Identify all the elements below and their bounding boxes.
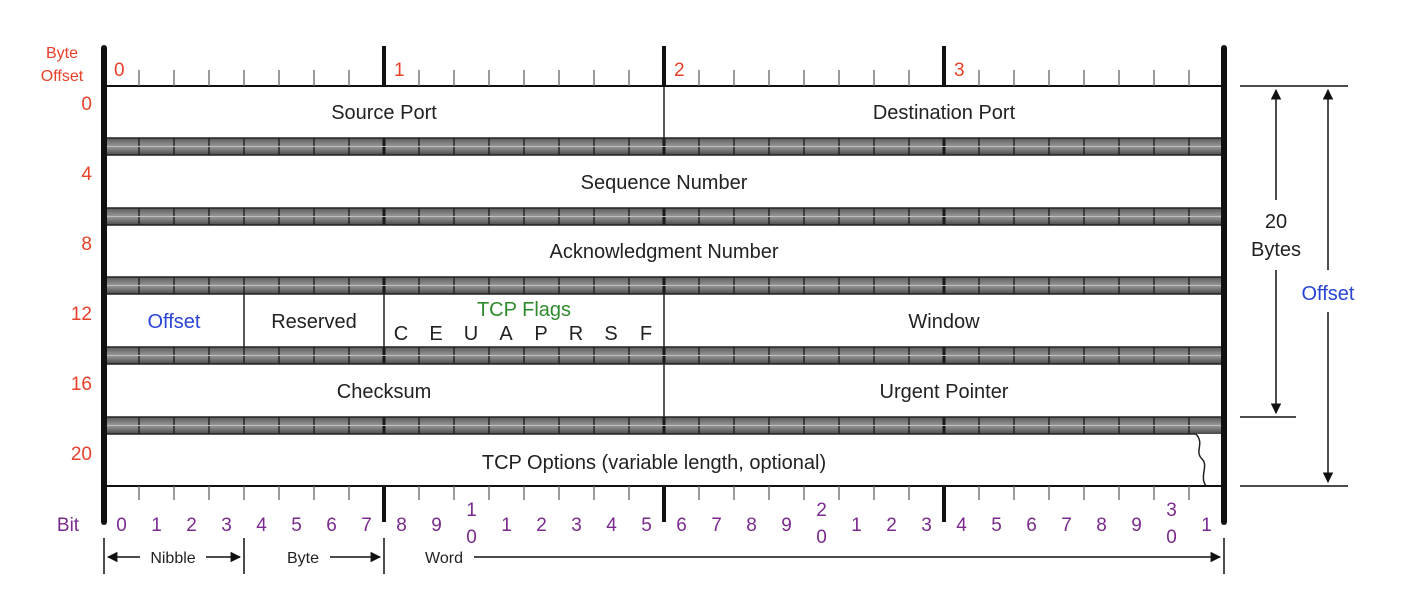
bit-number: 7 [711,515,722,536]
bit-number: 4 [256,515,267,536]
legend-byte: Byte [287,550,319,567]
bit-number: 3 [921,515,932,536]
size-legend [103,538,1225,574]
bit-number: 1 [851,515,862,536]
byte-offset-label-line2: Offset [41,68,84,85]
field-checksum: Checksum [337,381,431,403]
row-offset-20: 20 [71,444,92,465]
bit-number: 2 [886,515,897,536]
bit-number: 0 [116,515,127,536]
bit-number: 1 [501,515,512,536]
field-source-port: Source Port [331,102,437,124]
field-labels: Source Port Destination Port Sequence Nu… [148,102,1016,474]
bit-number: 3 [221,515,232,536]
byte-number-0: 0 [114,60,125,81]
flag-a: A [499,323,513,345]
field-dividers [243,86,665,417]
row-offset-16: 16 [71,374,92,395]
bit-number: 3 [571,515,582,536]
bit-number: 5 [291,515,302,536]
bit-number: 4 [956,515,967,536]
twenty-label: 20 [1265,211,1287,233]
legend-word: Word [425,550,463,567]
row-ack [103,224,1225,278]
field-offset: Offset [148,311,201,333]
bit-number: 5 [641,515,652,536]
byte-number-2: 2 [674,60,685,81]
size-brackets [1240,85,1348,487]
bit-number: 2 [536,515,547,536]
row-sequence [103,154,1225,209]
flag-r: R [569,323,583,345]
legend-nibble: Nibble [150,550,195,567]
field-urgent-pointer: Urgent Pointer [880,381,1009,403]
row-offset-8: 8 [81,234,92,255]
bit-number: 1 [1201,515,1212,536]
bit-number: 7 [361,515,372,536]
row-options [103,433,1208,487]
bit-label: Bit [57,515,80,536]
flag-p: P [534,323,547,345]
row-offset-0: 0 [81,94,92,115]
bit-number: 5 [991,515,1002,536]
bit-number: 2 [186,515,197,536]
field-destination-port: Destination Port [873,102,1016,124]
top-bit-ruler [104,46,1224,87]
bit-number: 4 [606,515,617,536]
byte-offset-label-line1: Byte [46,45,78,62]
row-offset-12: 12 [71,304,92,325]
bottom-bit-ruler [104,485,1224,522]
row-offset-4: 4 [81,164,92,185]
field-ack-number: Acknowledgment Number [550,241,779,263]
field-tcp-flags-title: TCP Flags [477,299,571,321]
byte-number-1: 1 [394,60,405,81]
bit-number: 9 [1131,515,1142,536]
flag-s: S [604,323,617,345]
bit-number: 6 [676,515,687,536]
field-sequence-number: Sequence Number [581,172,748,194]
flag-f: F [640,323,652,345]
outer-borders [101,45,1227,525]
field-tcp-options: TCP Options (variable length, optional) [482,452,826,474]
bit-number: 1 [151,515,162,536]
field-window: Window [908,311,980,333]
bytes-label: Bytes [1251,239,1301,261]
byte-number-3: 3 [954,60,965,81]
bit-number: 8 [746,515,757,536]
bit-number: 8 [1096,515,1107,536]
separator-bar-ticks [104,138,1224,434]
flag-e: E [429,323,442,345]
bit-number: 9 [781,515,792,536]
offset-size-label: Offset [1302,283,1355,305]
bit-number: 7 [1061,515,1072,536]
row-offset-labels: 0 4 8 12 16 20 [71,94,93,465]
field-reserved: Reserved [271,311,357,333]
bit-number: 8 [396,515,407,536]
flag-u: U [464,323,478,345]
flag-c: C [394,323,408,345]
bit-number: 9 [431,515,442,536]
bit-number: 6 [326,515,337,536]
bit-number: 6 [1026,515,1037,536]
